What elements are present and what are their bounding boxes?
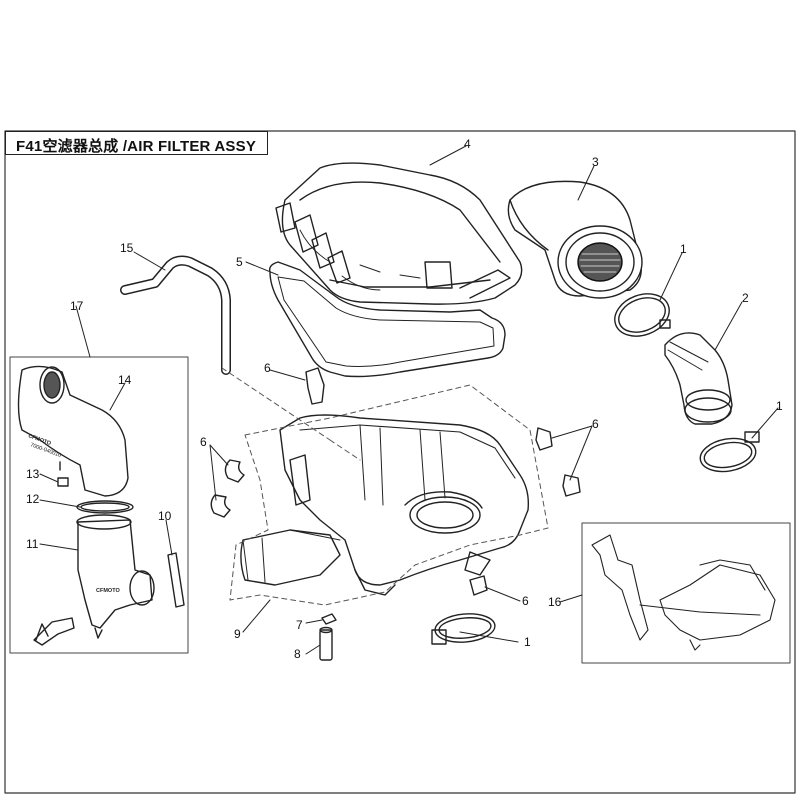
callout-6-b: 6	[200, 435, 207, 449]
subassembly-box-17	[9, 356, 189, 654]
part-7-8-drain	[319, 613, 337, 661]
callout-3: 3	[592, 155, 599, 169]
callout-10: 10	[158, 509, 172, 523]
callout-6-a: 6	[264, 361, 271, 375]
title-box: F41空滤器总成 /AIR FILTER ASSY	[5, 131, 268, 155]
leader-lines	[39, 145, 779, 655]
diagram-title: F41空滤器总成 /AIR FILTER ASSY	[16, 138, 257, 155]
callout-17: 17	[70, 299, 84, 313]
callout-numbers: 1 1 1 2 3 4 5 6 6 6 6 7 8 9 10 11 12 13 …	[26, 137, 783, 661]
front-arrow	[33, 617, 75, 646]
part-4-airbox-lid	[275, 162, 523, 305]
callout-1-right: 1	[776, 399, 783, 413]
callout-15: 15	[120, 241, 134, 255]
subassembly-box-16	[581, 522, 791, 664]
part-3-filter-element	[507, 180, 643, 299]
part-1-clamp-right	[699, 431, 760, 473]
callout-6-d: 6	[522, 594, 529, 608]
callout-11: 11	[26, 537, 39, 551]
part-1-clamp-bottom	[431, 613, 496, 645]
throttle-duct-brand-text: CFMOTO	[96, 588, 120, 594]
part-5-gasket	[268, 261, 506, 378]
callout-4: 4	[464, 137, 471, 151]
callout-5: 5	[236, 255, 243, 269]
callout-6-c: 6	[592, 417, 599, 431]
dashed-outlines	[221, 367, 549, 606]
callout-1-upper: 1	[680, 242, 687, 256]
part-airbox-housing	[279, 414, 530, 596]
callout-13: 13	[26, 467, 40, 481]
part-15-breather-hose	[120, 255, 231, 375]
callout-1-bottom: 1	[524, 635, 531, 649]
part-14-inlet-duct	[17, 365, 129, 497]
part-2-outlet-elbow	[664, 332, 733, 425]
callout-7: 7	[296, 618, 303, 632]
outer-frame	[4, 130, 796, 794]
part-13-12-grommet-clamp	[57, 461, 134, 514]
part-10-hose	[167, 552, 185, 608]
callout-14: 14	[118, 373, 132, 387]
part-9-intake-duct	[240, 529, 341, 586]
part-6-clips	[210, 367, 581, 596]
part-1-clamp-upper	[614, 293, 671, 337]
part-11-throttle-duct	[76, 514, 155, 639]
part-16-assembled-view	[591, 534, 776, 651]
callout-8: 8	[294, 647, 301, 661]
callout-12: 12	[26, 492, 40, 506]
callout-2: 2	[742, 291, 749, 305]
callout-9: 9	[234, 627, 241, 641]
callout-16: 16	[548, 595, 562, 609]
